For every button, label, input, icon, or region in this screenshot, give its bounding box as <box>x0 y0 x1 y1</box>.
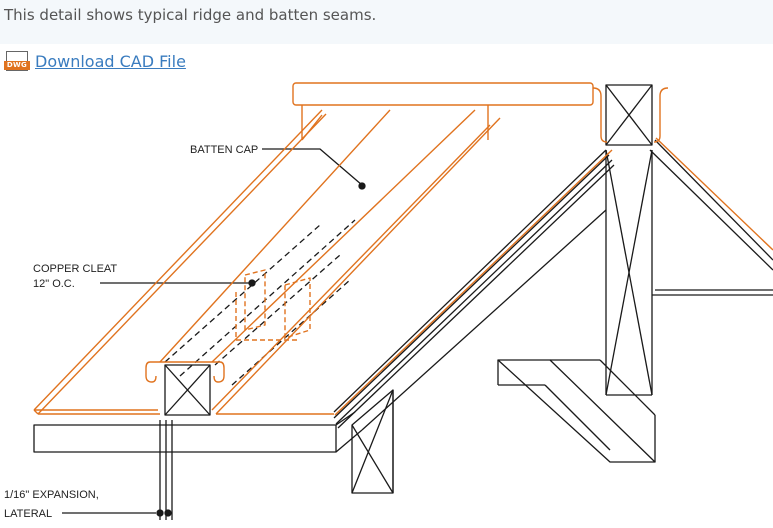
label-copper-cleat: COPPER CLEAT <box>33 263 117 275</box>
label-batten-cap: BATTEN CAP <box>190 144 258 156</box>
download-cad-link[interactable]: Download CAD File <box>35 51 186 71</box>
caption-bar: This detail shows typical ridge and batt… <box>0 0 773 44</box>
dwg-badge: DWG <box>4 61 30 70</box>
batten-cap-leader <box>262 148 363 186</box>
label-copper-cleat-spacing: 12" O.C. <box>33 278 75 290</box>
label-expansion-lateral: LATERAL <box>4 508 52 520</box>
ridge-board <box>605 84 653 396</box>
right-roof-framing <box>649 139 773 296</box>
dwg-file-icon[interactable]: DWG <box>4 51 30 71</box>
copper-roofing <box>33 82 773 416</box>
download-cad-row[interactable]: DWG Download CAD File <box>4 50 186 72</box>
cleat-guide-lines <box>164 219 356 386</box>
lower-batten <box>62 364 211 520</box>
detail-caption: This detail shows typical ridge and batt… <box>4 6 377 24</box>
left-slope-deck <box>33 149 656 494</box>
label-expansion: 1/16" EXPANSION, <box>4 489 99 501</box>
